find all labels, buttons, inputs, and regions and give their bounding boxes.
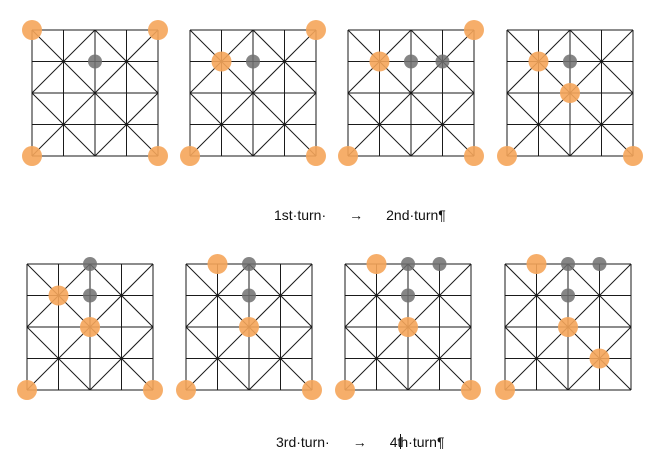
orange-piece — [461, 380, 481, 400]
orange-piece — [148, 20, 168, 40]
gray-piece — [246, 54, 260, 69]
diagonal-line — [31, 29, 96, 94]
gray-piece — [561, 288, 575, 303]
diagonal-line — [94, 29, 159, 94]
orange-piece — [180, 146, 200, 166]
game-board — [180, 20, 326, 166]
gray-piece — [432, 257, 447, 271]
orange-piece — [80, 317, 100, 337]
orange-piece — [398, 317, 418, 337]
game-board — [17, 257, 163, 400]
orange-piece — [306, 146, 326, 166]
caption-right-b: h·turn¶ — [400, 434, 445, 450]
orange-piece — [211, 51, 232, 72]
text-cursor — [400, 434, 402, 449]
diagonal-line — [248, 326, 313, 391]
diagonal-line — [504, 326, 569, 391]
game-board — [495, 254, 632, 400]
diagonal-line — [410, 92, 475, 157]
orange-piece — [366, 254, 387, 274]
caption-left: 3rd·turn· — [276, 434, 330, 450]
gray-piece — [83, 257, 97, 271]
orange-piece — [464, 146, 484, 166]
diagonal-line — [185, 326, 250, 391]
orange-piece — [623, 146, 643, 166]
diagonal-line — [344, 263, 409, 328]
orange-piece — [560, 83, 580, 103]
caption-left: 1st·turn· — [274, 207, 327, 223]
orange-piece — [335, 380, 355, 400]
gray-piece — [242, 257, 256, 271]
orange-piece — [148, 146, 168, 166]
orange-piece — [526, 254, 547, 274]
diagonal-line — [407, 326, 472, 391]
game-board — [176, 254, 322, 400]
orange-piece — [302, 380, 322, 400]
orange-piece — [338, 146, 358, 166]
diagonal-line — [569, 29, 634, 94]
gray-piece — [401, 288, 415, 303]
caption-turn-1-2: 1st·turn· → 2nd·turn¶ — [274, 207, 446, 223]
game-board — [22, 20, 168, 166]
orange-piece — [306, 20, 326, 40]
arrow-icon: → — [352, 434, 367, 450]
diagonal-line — [89, 326, 154, 391]
gray-piece — [592, 257, 607, 271]
game-board — [335, 254, 481, 400]
orange-piece — [589, 348, 610, 369]
gray-piece — [404, 54, 418, 69]
orange-piece — [239, 317, 259, 337]
caption-right-a: 4t — [389, 434, 402, 450]
diagonal-line — [185, 263, 250, 328]
diagonal-line — [344, 326, 409, 391]
orange-piece — [207, 254, 228, 274]
diagonal-line — [248, 263, 313, 328]
diagonal-line — [569, 92, 634, 157]
orange-piece — [558, 317, 578, 337]
caption-turn-3-4: 3rd·turn· → 4th·turn¶ — [276, 434, 444, 450]
diagonal-line — [252, 29, 317, 94]
diagonal-line — [89, 263, 154, 328]
game-board — [497, 29, 643, 166]
orange-piece — [22, 146, 42, 166]
orange-piece — [17, 380, 37, 400]
gray-piece — [435, 54, 450, 69]
diagonal-line — [31, 92, 96, 157]
diagonal-line — [189, 92, 254, 157]
orange-piece — [369, 51, 390, 72]
diagonal-line — [252, 92, 317, 157]
arrow-icon: → — [349, 207, 364, 223]
orange-piece — [528, 51, 549, 72]
orange-piece — [143, 380, 163, 400]
diagonal-line — [407, 263, 472, 328]
orange-piece — [464, 20, 484, 40]
gray-piece — [88, 54, 102, 69]
gray-piece — [563, 54, 577, 69]
diagonal-line — [567, 263, 632, 328]
diagonal-line — [26, 326, 91, 391]
orange-piece — [497, 146, 517, 166]
gray-piece — [561, 257, 575, 271]
diagonal-line — [94, 92, 159, 157]
diagonal-line — [347, 92, 412, 157]
orange-piece — [22, 20, 42, 40]
caption-right: 2nd·turn¶ — [386, 207, 446, 223]
orange-piece — [495, 380, 515, 400]
gray-piece — [83, 288, 97, 303]
gray-piece — [401, 257, 415, 271]
game-board — [338, 20, 484, 166]
diagonal-line — [504, 263, 569, 328]
diagonal-line — [506, 92, 571, 157]
orange-piece — [176, 380, 196, 400]
orange-piece — [48, 285, 69, 306]
gray-piece — [242, 288, 256, 303]
